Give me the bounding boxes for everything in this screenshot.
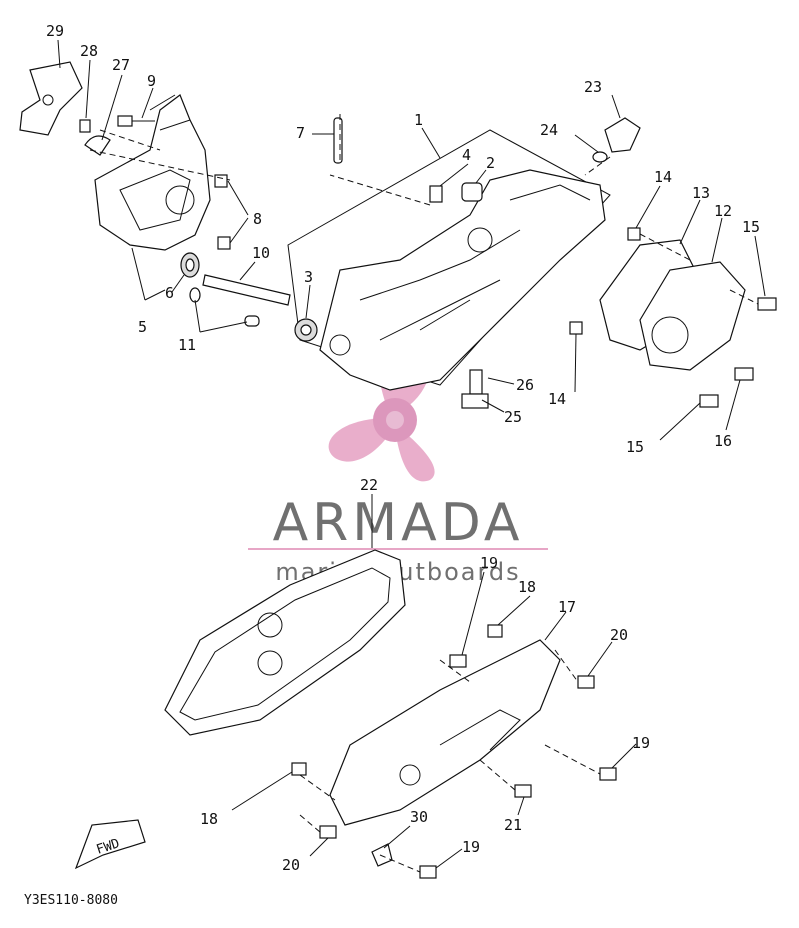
bolts-19-20-21: [319, 654, 617, 879]
part-number-14-top: 14: [654, 168, 672, 186]
crankcase-body-1: [319, 169, 606, 391]
watermark-brand: ARMADA: [273, 493, 524, 553]
part-number-19-right: 19: [632, 734, 650, 752]
forward-direction-arrow: FWD: [74, 819, 146, 870]
part-number-15-bottom: 15: [626, 438, 644, 456]
clamp-30: [371, 843, 393, 867]
part-number-19-top: 19: [480, 554, 498, 572]
part-number-21: 21: [504, 816, 522, 834]
gasket-22: [164, 549, 406, 736]
part-number-12: 12: [714, 202, 732, 220]
part-number-17: 17: [558, 598, 576, 616]
part-number-24: 24: [540, 121, 558, 139]
cover-12: [639, 261, 746, 371]
part-number-20-right: 20: [610, 626, 628, 644]
leader-lines: [57, 39, 766, 869]
part-number-30: 30: [410, 808, 428, 826]
part-number-22: 22: [360, 476, 378, 494]
collar-2: [461, 182, 483, 202]
part-number-16: 16: [714, 432, 732, 450]
pin-7: [333, 117, 343, 164]
part-number-29: 29: [46, 22, 64, 40]
sensor-23: [604, 117, 641, 153]
part-number-25: 25: [504, 408, 522, 426]
part-number-18-left: 18: [200, 810, 218, 828]
screw-28: [79, 119, 91, 133]
part-number-labels: 29 28 27 9 8 10 6 5 11 7 1 4 2 3 26 25 2…: [46, 22, 760, 874]
part-number-9: 9: [147, 72, 156, 90]
part-number-18-right: 18: [518, 578, 536, 596]
part-number-3: 3: [304, 268, 313, 286]
part-number-19-bottom: 19: [462, 838, 480, 856]
shaft-10: [202, 274, 291, 306]
part-number-5: 5: [138, 318, 147, 336]
part-number-14-bottom: 14: [548, 390, 566, 408]
clip-27: [84, 135, 111, 156]
dowel-pins-8: [214, 174, 231, 250]
part-number-6: 6: [165, 284, 174, 302]
part-number-8: 8: [253, 210, 262, 228]
bolts-15-16: [699, 297, 777, 408]
part-number-2: 2: [486, 154, 495, 172]
part-number-28: 28: [80, 42, 98, 60]
part-number-4: 4: [462, 146, 471, 164]
part-number-11: 11: [178, 336, 196, 354]
part-number-10: 10: [252, 244, 270, 262]
o-ring-24: [592, 151, 608, 163]
left-crankcase-half: [94, 94, 211, 251]
plug-4: [429, 185, 443, 203]
part-number-26: 26: [516, 376, 534, 394]
part-number-27: 27: [112, 56, 130, 74]
bolt-9: [117, 115, 155, 127]
dowels-18: [291, 624, 503, 776]
alignment-lines: [89, 110, 759, 873]
part-number-7: 7: [296, 124, 305, 142]
diagram-code: Y3ES110-8080: [24, 893, 118, 908]
oil-seal-6: [180, 252, 200, 278]
o-ring-11: [189, 287, 260, 327]
part-number-13: 13: [692, 184, 710, 202]
part-number-20-left: 20: [282, 856, 300, 874]
bracket-plate-29: [19, 61, 83, 136]
seal-3: [294, 318, 318, 342]
fwd-label: FWD: [95, 836, 122, 858]
part-number-23: 23: [584, 78, 602, 96]
part-number-15-right: 15: [742, 218, 760, 236]
bolt-25-26: [461, 369, 489, 409]
crankcase-cover-17: [329, 639, 561, 826]
part-number-1: 1: [414, 111, 423, 129]
